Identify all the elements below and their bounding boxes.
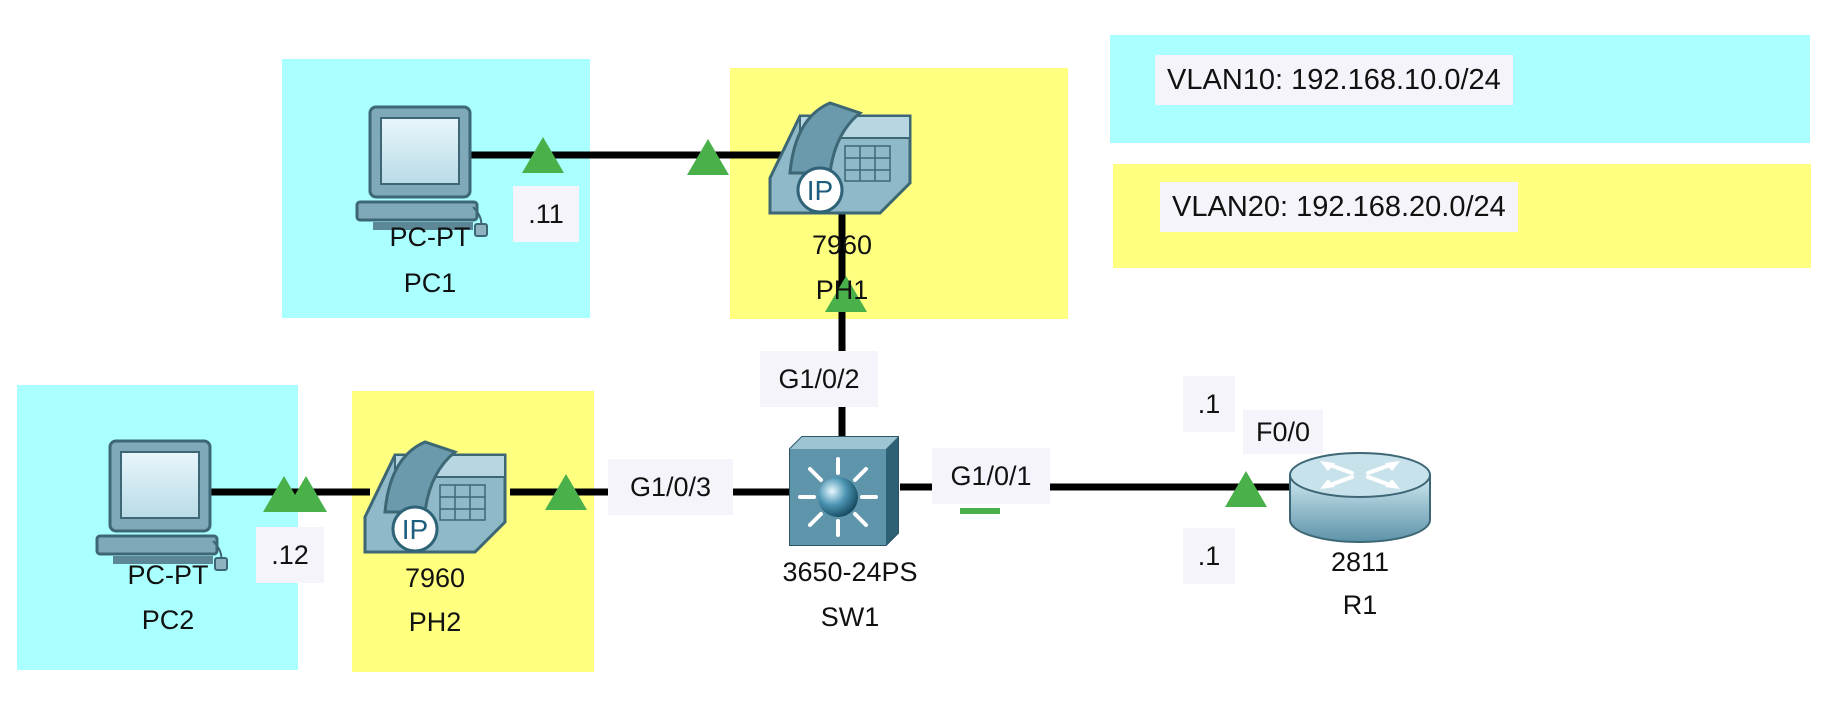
ph1-model-label: 7960 [811,230,873,260]
r1-name-label: R1 [1342,590,1378,620]
sw1-g102-tag: G1/0/2 [760,351,878,407]
sw1-icon[interactable] [789,436,899,546]
pc2-model-label: PC-PT [127,560,209,590]
link-status-indicators [263,137,1267,514]
sw1-name-label: SW1 [820,602,880,632]
ph2-model-label: 7960 [404,563,466,593]
link-up-arrow-r1 [1225,471,1267,507]
pc2-ip-tag: .12 [256,527,324,583]
r1-f00-tag: F0/0 [1243,410,1323,454]
pc2-name-label: PC2 [141,605,195,635]
link-up-indicator-sw1-g101 [960,508,1000,514]
r1-model-label: 2811 [1330,547,1390,577]
r1-icon[interactable] [1289,452,1431,543]
link-up-arrow-pc1 [522,137,564,173]
sw1-model-label: 3650-24PS [782,557,918,587]
vlan10-legend-label: VLAN10: 192.168.10.0/24 [1155,55,1513,105]
vlan20-legend-label: VLAN20: 192.168.20.0/24 [1160,182,1518,232]
pc1-icon[interactable] [355,105,488,237]
link-up-arrow-ph1-down [825,276,867,312]
link-up-arrow-pc2-b [285,476,327,512]
link-up-arrow-ph1-left [687,139,729,175]
link-up-arrow-ph2-right [545,474,587,510]
ph2-name-label: PH2 [408,607,462,637]
ph1-name-label: PH1 [815,275,869,305]
sw1-g101-tag: G1/0/1 [932,448,1050,504]
r1-ip-tag-upper: .1 [1183,376,1235,432]
pc1-name-label: PC1 [403,268,457,298]
pc1-ip-tag: .11 [513,186,579,242]
sw1-g103-tag: G1/0/3 [608,459,733,515]
ph1-ip-badge: IP [807,175,833,206]
ph1-icon[interactable]: IP [768,101,912,215]
pc2-icon[interactable] [95,439,228,571]
r1-ip-tag-lower: .1 [1183,528,1235,584]
ph2-ip-badge: IP [402,514,428,545]
pc1-model-label: PC-PT [389,222,471,252]
ph2-icon[interactable]: IP [363,440,507,554]
